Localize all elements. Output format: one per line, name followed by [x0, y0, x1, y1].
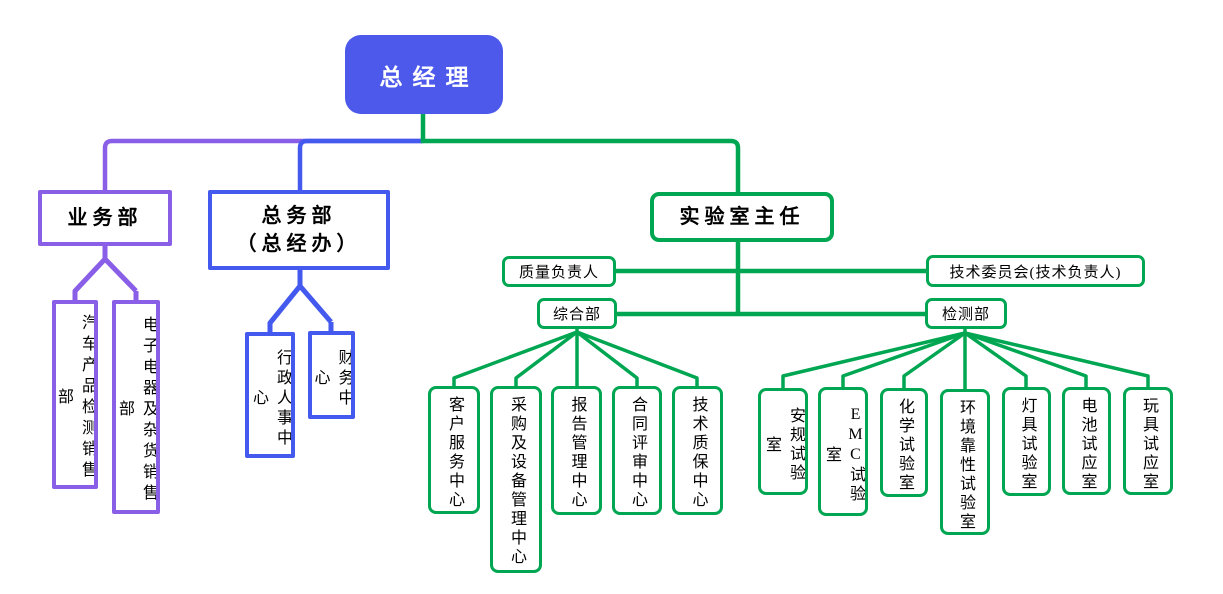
node-chemistry-lab-label: 化学试验室: [896, 398, 913, 493]
node-procurement-equipment-center-label: 采购及设备管理中心: [508, 396, 525, 567]
node-report-management-center: 报告管理中心: [551, 386, 602, 515]
connector-testing-fan: [781, 328, 1150, 391]
node-finance-center-label: 财务中心: [311, 348, 353, 409]
node-emc-lab: EMC试验室: [818, 387, 868, 516]
node-quality-lead: 质量负责人: [502, 256, 616, 287]
node-toy-lab: 玩具试应室: [1123, 387, 1173, 495]
node-general-manager: 总经理: [345, 35, 503, 114]
node-admin-hr-center-label: 行政人事中心: [250, 348, 291, 449]
node-chemistry-lab: 化学试验室: [880, 388, 928, 497]
node-business-dept: 业务部: [38, 190, 172, 246]
node-general-affairs-dept: 总务部 （总经办）: [208, 190, 390, 270]
node-testing-dept: 检测部: [925, 298, 1007, 329]
node-report-management-center-label: 报告管理中心: [568, 396, 586, 510]
node-technical-qa-center-label: 技术质保中心: [689, 396, 707, 510]
node-customer-service-center: 客户服务中心: [428, 386, 480, 514]
node-environmental-reliability-lab: 环境靠性试验室: [940, 389, 990, 535]
node-general-affairs-line1: 总务部: [261, 205, 337, 227]
node-lighting-lab: 灯具试验室: [1002, 387, 1051, 496]
node-battery-lab: 电池试应室: [1062, 387, 1111, 495]
connector-root-general-office: [297, 138, 423, 192]
connector-root-business: [102, 138, 423, 192]
node-battery-lab-label: 电池试应室: [1078, 397, 1096, 492]
connector-comprehensive-fan: [452, 328, 699, 388]
connector-root-lab-director: [420, 112, 741, 193]
node-lab-director: 实验室主任: [650, 192, 834, 242]
node-electronics-sundries-sales: 电子电器及杂货销售部: [112, 300, 160, 514]
node-safety-lab-label: 安规试验室: [763, 407, 804, 483]
node-emc-lab-label: EMC试验室: [823, 406, 864, 504]
node-finance-center: 财务中心: [308, 331, 355, 419]
node-tech-committee: 技术委员会(技术负责人): [926, 255, 1145, 287]
node-lighting-lab-label: 灯具试验室: [1018, 397, 1036, 492]
connector-general-office-children: [267, 268, 334, 333]
node-customer-service-center-label: 客户服务中心: [446, 396, 463, 510]
node-technical-qa-center: 技术质保中心: [672, 386, 723, 515]
node-auto-product-sales-label: 汽车产品检测销售部: [55, 314, 96, 482]
node-auto-product-sales: 汽车产品检测销售部: [52, 300, 98, 489]
connector-business-children: [72, 244, 139, 301]
node-environmental-reliability-lab-label: 环境靠性试验室: [957, 399, 974, 532]
node-procurement-equipment-center: 采购及设备管理中心: [490, 386, 542, 573]
node-toy-lab-label: 玩具试应室: [1140, 397, 1157, 492]
node-general-affairs-line2: （总经办）: [236, 233, 362, 255]
node-admin-hr-center: 行政人事中心: [245, 332, 295, 458]
node-contract-review-center-label: 合同评审中心: [629, 396, 646, 510]
node-comprehensive-dept: 综合部: [537, 298, 617, 329]
node-electronics-sundries-sales-label: 电子电器及杂货销售部: [116, 316, 157, 505]
node-safety-lab: 安规试验室: [758, 388, 808, 495]
node-contract-review-center: 合同评审中心: [612, 386, 662, 515]
